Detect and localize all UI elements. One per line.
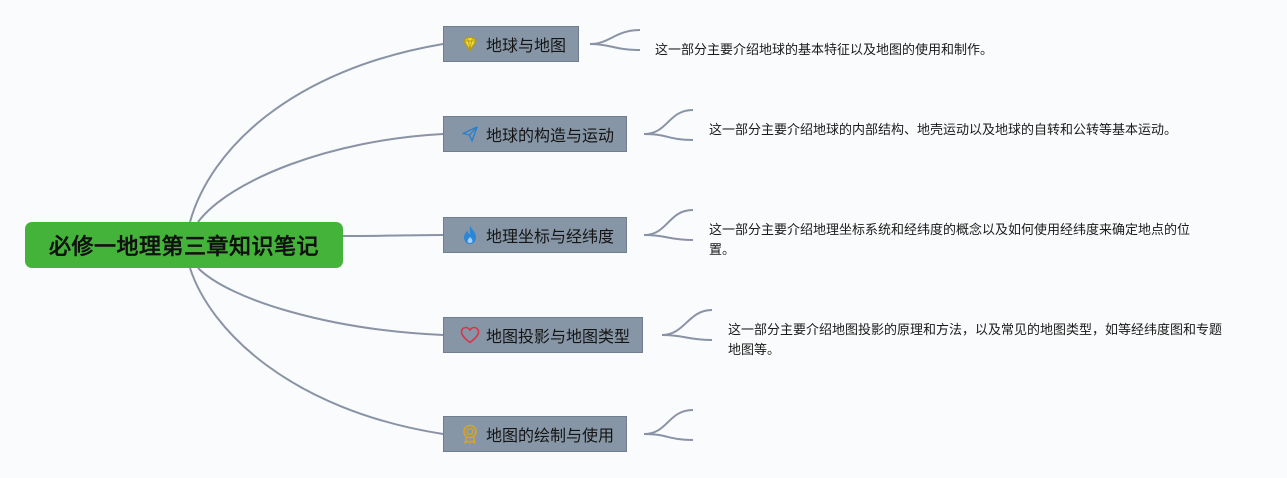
branch-node-earth-structure-motion[interactable]: 地球的构造与运动 bbox=[443, 116, 628, 152]
connector-root-branch-1 bbox=[189, 43, 444, 223]
root-node-label: 必修一地理第三章知识笔记 bbox=[48, 235, 319, 260]
branch-node-coordinates-latlong[interactable]: 地理坐标与经纬度 bbox=[443, 217, 628, 253]
branch-node-projection-types[interactable]: 地图投影与地图类型 bbox=[443, 317, 644, 353]
connector-root-branch-4 bbox=[197, 267, 444, 336]
fork-3-top bbox=[643, 209, 694, 236]
diamond-icon bbox=[460, 34, 480, 54]
fork-5-top bbox=[643, 409, 694, 435]
branch-node-label: 地图投影与地图类型 bbox=[486, 327, 631, 346]
note-earth-structure-motion: 这一部分主要介绍地球的内部结构、地壳运动以及地球的自转和公转等基本运动。 bbox=[709, 123, 1178, 138]
note-earth-and-map: 这一部分主要介绍地球的基本特征以及地图的使用和制作。 bbox=[655, 43, 994, 58]
paper-plane-icon bbox=[460, 124, 480, 144]
note-coordinates-latlong: 这一部分主要介绍地理坐标系统和经纬度的概念以及如何使用经纬度来确定地点的位置。 bbox=[709, 223, 1191, 258]
branch-node-label: 地理坐标与经纬度 bbox=[486, 227, 615, 246]
branch-node-label: 地球与地图 bbox=[486, 36, 567, 55]
connector-root-branch-2 bbox=[197, 133, 444, 223]
award-ribbon-icon bbox=[460, 424, 480, 444]
fork-1-top bbox=[589, 29, 641, 45]
fork-2-top bbox=[643, 109, 694, 135]
branch-node-label: 地球的构造与运动 bbox=[486, 126, 615, 145]
heart-icon bbox=[460, 325, 480, 345]
fork-4-top bbox=[661, 309, 713, 336]
fork-3-bottom bbox=[643, 234, 694, 241]
fork-1-bottom bbox=[589, 43, 641, 51]
branch-node-earth-and-map[interactable]: 地球与地图 bbox=[443, 26, 580, 62]
connector-root-branch-5 bbox=[189, 267, 444, 435]
root-node[interactable]: 必修一地理第三章知识笔记 bbox=[25, 222, 343, 268]
fork-5-bottom bbox=[643, 433, 694, 441]
fork-2-bottom bbox=[643, 133, 694, 141]
flame-icon bbox=[460, 225, 480, 245]
connector-root-branch-3 bbox=[342, 234, 444, 237]
note-projection-types: 这一部分主要介绍地图投影的原理和方法，以及常见的地图类型，如等经纬度图和专题地图… bbox=[728, 323, 1223, 358]
fork-4-bottom bbox=[661, 334, 713, 341]
branch-node-drawing-and-usage[interactable]: 地图的绘制与使用 bbox=[443, 416, 628, 452]
branch-node-label: 地图的绘制与使用 bbox=[486, 426, 615, 445]
